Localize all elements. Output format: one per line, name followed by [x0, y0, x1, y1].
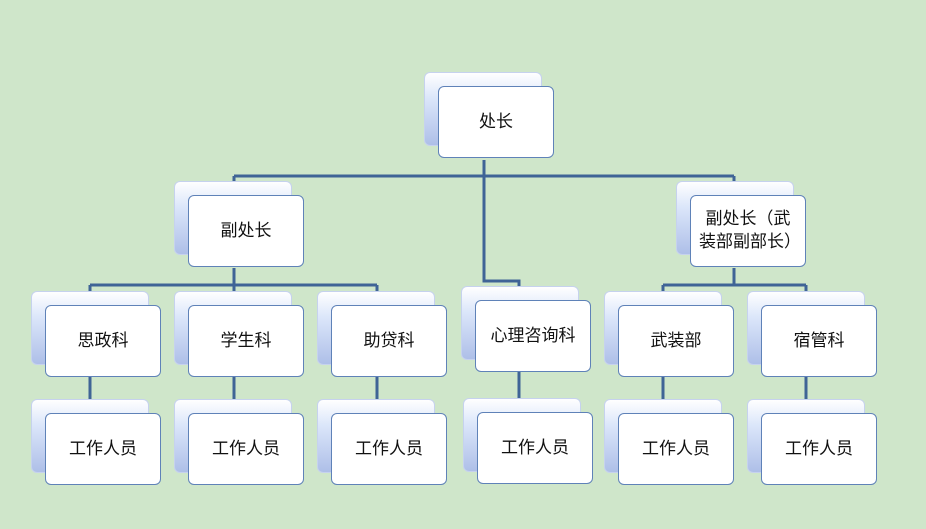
connector-staff	[88, 372, 808, 412]
node-armed: 武装部	[604, 291, 736, 379]
node-staff-ideology: 工作人员	[31, 399, 163, 487]
node-ideology: 思政科	[31, 291, 163, 379]
node-staff-student: 工作人员	[174, 399, 306, 487]
node-staff-dorm: 工作人员	[747, 399, 879, 487]
node-psych: 心理咨询科	[461, 286, 593, 374]
connector-right-group	[661, 268, 808, 303]
node-staff-armed: 工作人员	[604, 399, 736, 487]
node-dorm: 宿管科	[747, 291, 879, 379]
node-loan: 助贷科	[317, 291, 449, 379]
node-staff-loan: 工作人员	[317, 399, 449, 487]
node-student: 学生科	[174, 291, 306, 379]
node-director: 处长	[424, 72, 556, 160]
node-deputy-director: 副处长	[174, 181, 306, 269]
node-deputy-director-armed: 副处长（武装部副部长）	[676, 181, 808, 269]
connector-level1	[232, 160, 736, 300]
node-staff-psych: 工作人员	[463, 398, 595, 486]
